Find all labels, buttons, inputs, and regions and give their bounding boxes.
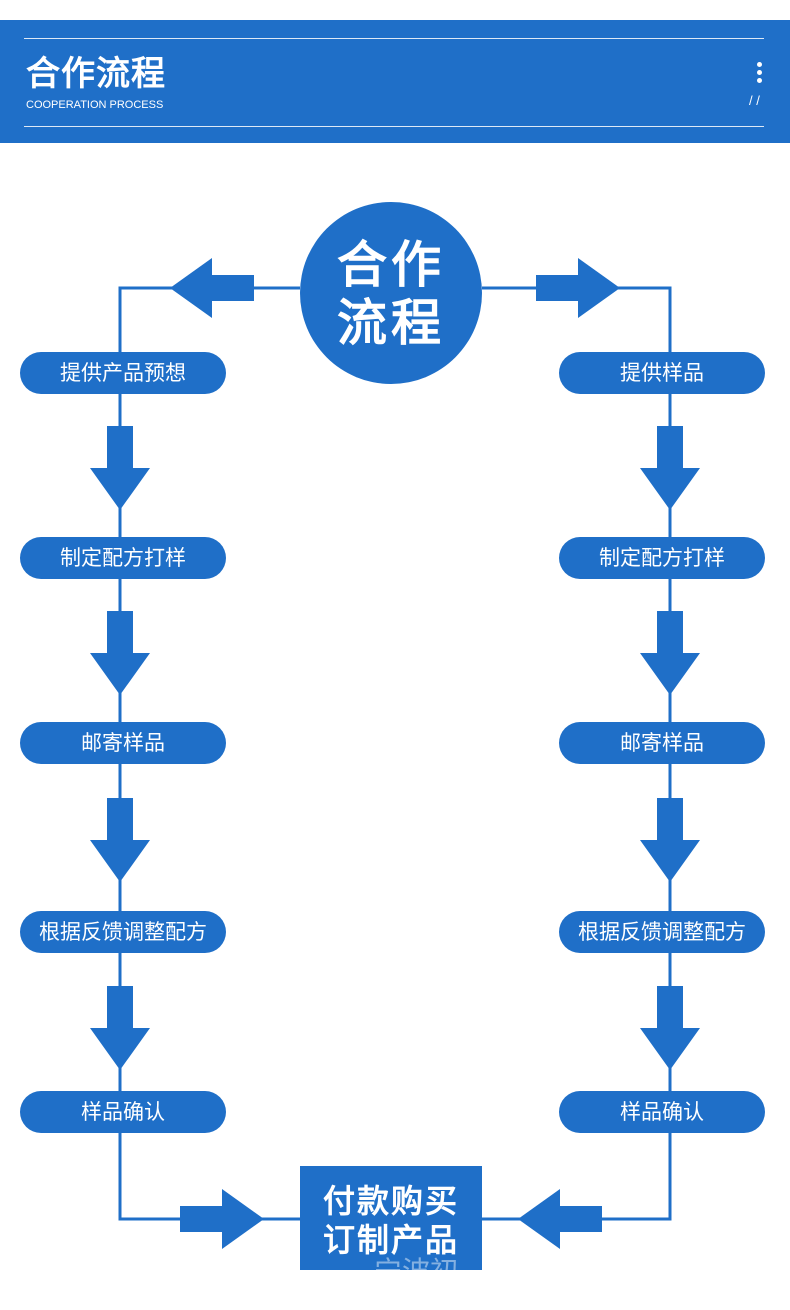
right-step-5: 样品确认 [559, 1091, 765, 1133]
left-step-2: 制定配方打样 [20, 537, 226, 579]
header-top-rule [24, 38, 764, 39]
left-step-4: 根据反馈调整配方 [20, 911, 226, 953]
right-down-arrow-3-icon [640, 798, 700, 882]
left-step-5: 样品确认 [20, 1091, 226, 1133]
left-down-arrow-4-icon [90, 986, 150, 1070]
cooperation-process-circle: 合作 流程 [300, 202, 482, 384]
header-banner: 合作流程 COOPERATION PROCESS / / [0, 20, 790, 143]
watermark-text: 宁波初 [374, 1255, 459, 1288]
left-down-arrow-2-icon [90, 611, 150, 695]
bottom-left-arrow-icon [180, 1189, 264, 1249]
page-subtitle: COOPERATION PROCESS [26, 99, 164, 111]
right-down-arrow-1-icon [640, 426, 700, 510]
purchase-custom-product-box: 付款购买 订制产品 [300, 1166, 482, 1270]
end-line-1: 付款购买 [322, 1182, 459, 1220]
end-line-2: 订制产品 [322, 1221, 459, 1259]
left-down-arrow-3-icon [90, 798, 150, 882]
circle-line-2: 流程 [337, 294, 445, 352]
top-right-arrow-icon [536, 258, 620, 318]
header-bottom-rule [24, 126, 764, 127]
top-left-arrow-icon [170, 258, 254, 318]
right-down-arrow-4-icon [640, 986, 700, 1070]
right-step-2: 制定配方打样 [559, 537, 765, 579]
right-step-3: 邮寄样品 [559, 722, 765, 764]
circle-line-1: 合作 [337, 236, 445, 294]
vertical-dots-icon [757, 62, 765, 86]
bottom-right-arrow-icon [518, 1189, 602, 1249]
right-down-arrow-2-icon [640, 611, 700, 695]
left-down-arrow-1-icon [90, 426, 150, 510]
page-title: 合作流程 [26, 54, 166, 94]
left-step-3: 邮寄样品 [20, 722, 226, 764]
right-step-1: 提供样品 [559, 352, 765, 394]
left-step-1: 提供产品预想 [20, 352, 226, 394]
right-step-4: 根据反馈调整配方 [559, 911, 765, 953]
flow-arrows [90, 258, 700, 1249]
header-slashes: / / [749, 93, 760, 108]
